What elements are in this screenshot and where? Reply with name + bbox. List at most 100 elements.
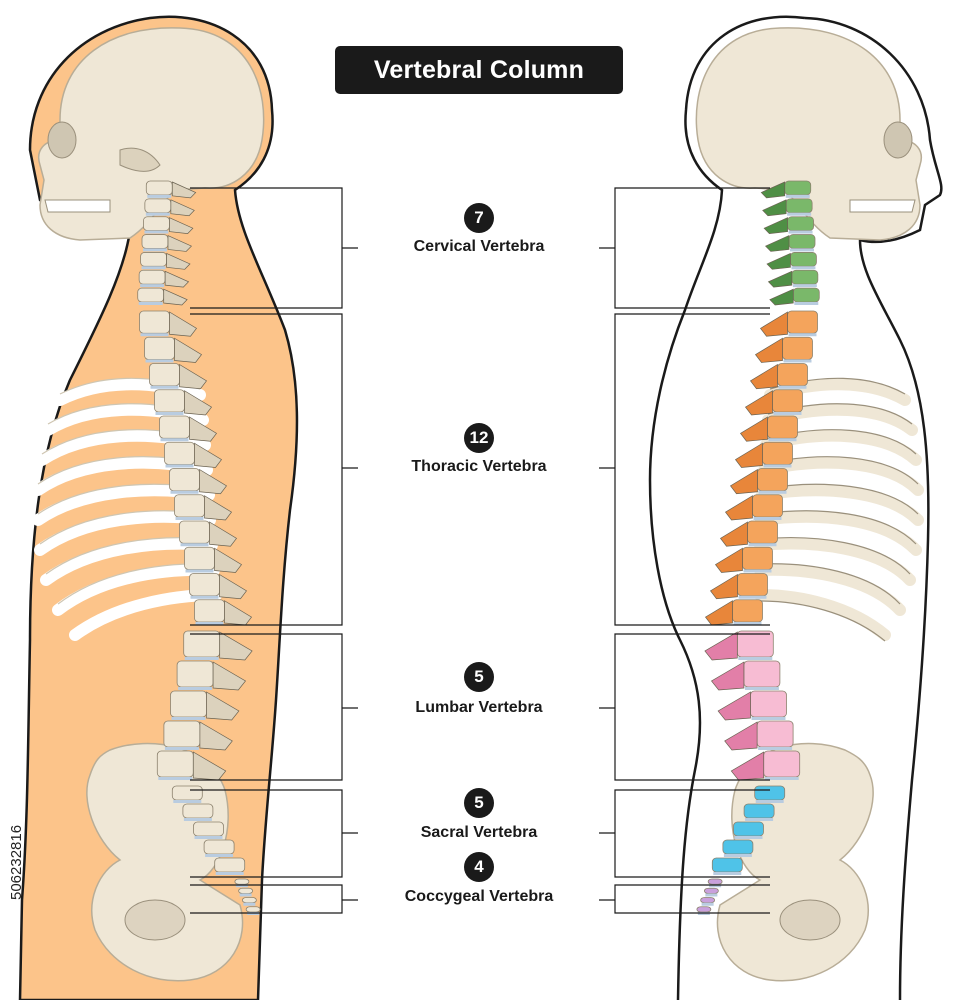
thoracic-spinous-process	[179, 363, 208, 390]
intervertebral-disc	[788, 230, 813, 234]
left-skull	[38, 27, 265, 241]
thoracic-vertebra	[154, 389, 185, 413]
cervical-vertebra	[141, 234, 169, 249]
intervertebral-disc	[709, 884, 722, 888]
lumbar-vertebra	[156, 750, 194, 778]
intervertebral-disc	[164, 747, 199, 750]
intervertebral-disc	[158, 777, 193, 780]
thoracic-spinous-process	[724, 495, 753, 521]
coccygeal-count-badge: 4	[464, 852, 494, 882]
intervertebral-disc	[140, 333, 169, 337]
coccygeal-vertebra	[707, 878, 723, 885]
coccygeal-vertebra	[245, 906, 261, 913]
cervical-vertebra	[787, 216, 814, 231]
sacral-vertebra	[171, 785, 203, 801]
cervical-vertebra	[792, 287, 820, 303]
intervertebral-disc	[705, 893, 718, 897]
sacral-vertebra	[214, 857, 246, 873]
sacral-vertebra	[193, 821, 224, 837]
thoracic-vertebra	[179, 520, 210, 544]
thoracic-vertebra	[782, 336, 813, 360]
thoracic-vertebra	[149, 363, 180, 387]
intervertebral-disc	[745, 818, 774, 821]
intervertebral-disc	[755, 800, 784, 803]
cervical-label: Cervical Vertebra	[413, 238, 545, 255]
intervertebral-disc	[701, 902, 714, 906]
lumbar-spinous-process	[199, 721, 233, 751]
sacral-vertebra	[203, 839, 235, 855]
sacral-vertebra	[754, 785, 786, 801]
thoracic-vertebra	[164, 441, 195, 465]
intervertebral-disc	[723, 854, 752, 857]
lumbar-bracket-left	[190, 633, 358, 781]
thoracic-spinous-process	[759, 311, 788, 337]
thoracic-vertebra	[194, 599, 225, 623]
intervertebral-disc	[738, 595, 767, 599]
coccygeal-label: Coccygeal Vertebra	[404, 888, 554, 905]
intervertebral-disc	[734, 836, 763, 839]
intervertebral-disc	[144, 230, 169, 234]
lumbar-vertebra	[736, 630, 774, 658]
thoracic-vertebra	[169, 468, 200, 492]
thoracic-vertebra	[174, 494, 205, 518]
intervertebral-disc	[194, 836, 223, 839]
thoracic-label: Thoracic Vertebra	[411, 458, 547, 475]
intervertebral-disc	[184, 657, 219, 660]
intervertebral-disc	[235, 884, 248, 888]
lumbar-vertebra	[170, 690, 207, 718]
intervertebral-disc	[155, 412, 184, 415]
thoracic-spinous-process	[214, 547, 243, 573]
intervertebral-disc	[175, 517, 204, 520]
lumbar-spinous-process	[710, 661, 745, 691]
intervertebral-disc	[178, 687, 213, 690]
thoracic-bracket-left	[190, 313, 358, 626]
lumbar-vertebra	[763, 750, 801, 778]
intervertebral-disc	[180, 543, 209, 547]
right-spine	[696, 180, 820, 915]
intervertebral-disc	[783, 359, 812, 363]
intervertebral-disc	[138, 302, 163, 305]
thoracic-spinous-process	[204, 495, 233, 521]
thoracic-count-badge: 12	[464, 423, 494, 453]
cervical-vertebra	[143, 216, 170, 231]
coccygeal-vertebra	[241, 897, 257, 904]
thoracic-vertebra	[762, 441, 793, 465]
lumbar-spinous-process	[717, 691, 751, 721]
intervertebral-disc	[171, 717, 206, 720]
thoracic-vertebra	[737, 573, 768, 597]
intervertebral-disc	[758, 490, 787, 494]
right-figure	[648, 15, 943, 1000]
intervertebral-disc	[165, 464, 194, 468]
coccygeal-vertebra	[234, 878, 250, 885]
sacral-count-badge: 5	[464, 788, 494, 818]
intervertebral-disc	[195, 622, 224, 625]
cervical-vertebra	[137, 287, 165, 303]
cervical-spinous-process	[170, 199, 195, 217]
intervertebral-disc	[215, 872, 244, 875]
lumbar-bracket-right	[599, 633, 770, 781]
coccygeal-vertebra	[700, 897, 716, 904]
cervical-spinous-process	[767, 270, 793, 288]
intervertebral-disc	[768, 438, 797, 442]
right-body-back	[804, 16, 943, 1000]
intervertebral-disc	[183, 818, 212, 821]
lumbar-vertebra	[750, 690, 787, 718]
coccygeal-bracket-right	[599, 884, 770, 914]
intervertebral-disc	[763, 464, 792, 468]
intervertebral-disc	[143, 248, 167, 252]
stock-id-text: 506232816	[8, 824, 25, 900]
left-spine	[137, 180, 261, 915]
intervertebral-disc	[140, 284, 165, 288]
lumbar-spinous-process	[730, 751, 765, 781]
intervertebral-disc	[790, 248, 814, 252]
lumbar-spinous-process	[212, 661, 247, 691]
thoracic-vertebra	[767, 415, 798, 439]
cervical-spinous-process	[163, 288, 188, 306]
cervical-vertebra	[785, 198, 813, 214]
lumbar-label: Lumbar Vertebra	[415, 699, 543, 716]
intervertebral-disc	[185, 569, 214, 573]
intervertebral-disc	[738, 657, 773, 660]
thoracic-spinous-process	[744, 390, 773, 416]
thoracic-spinous-process	[739, 416, 768, 442]
